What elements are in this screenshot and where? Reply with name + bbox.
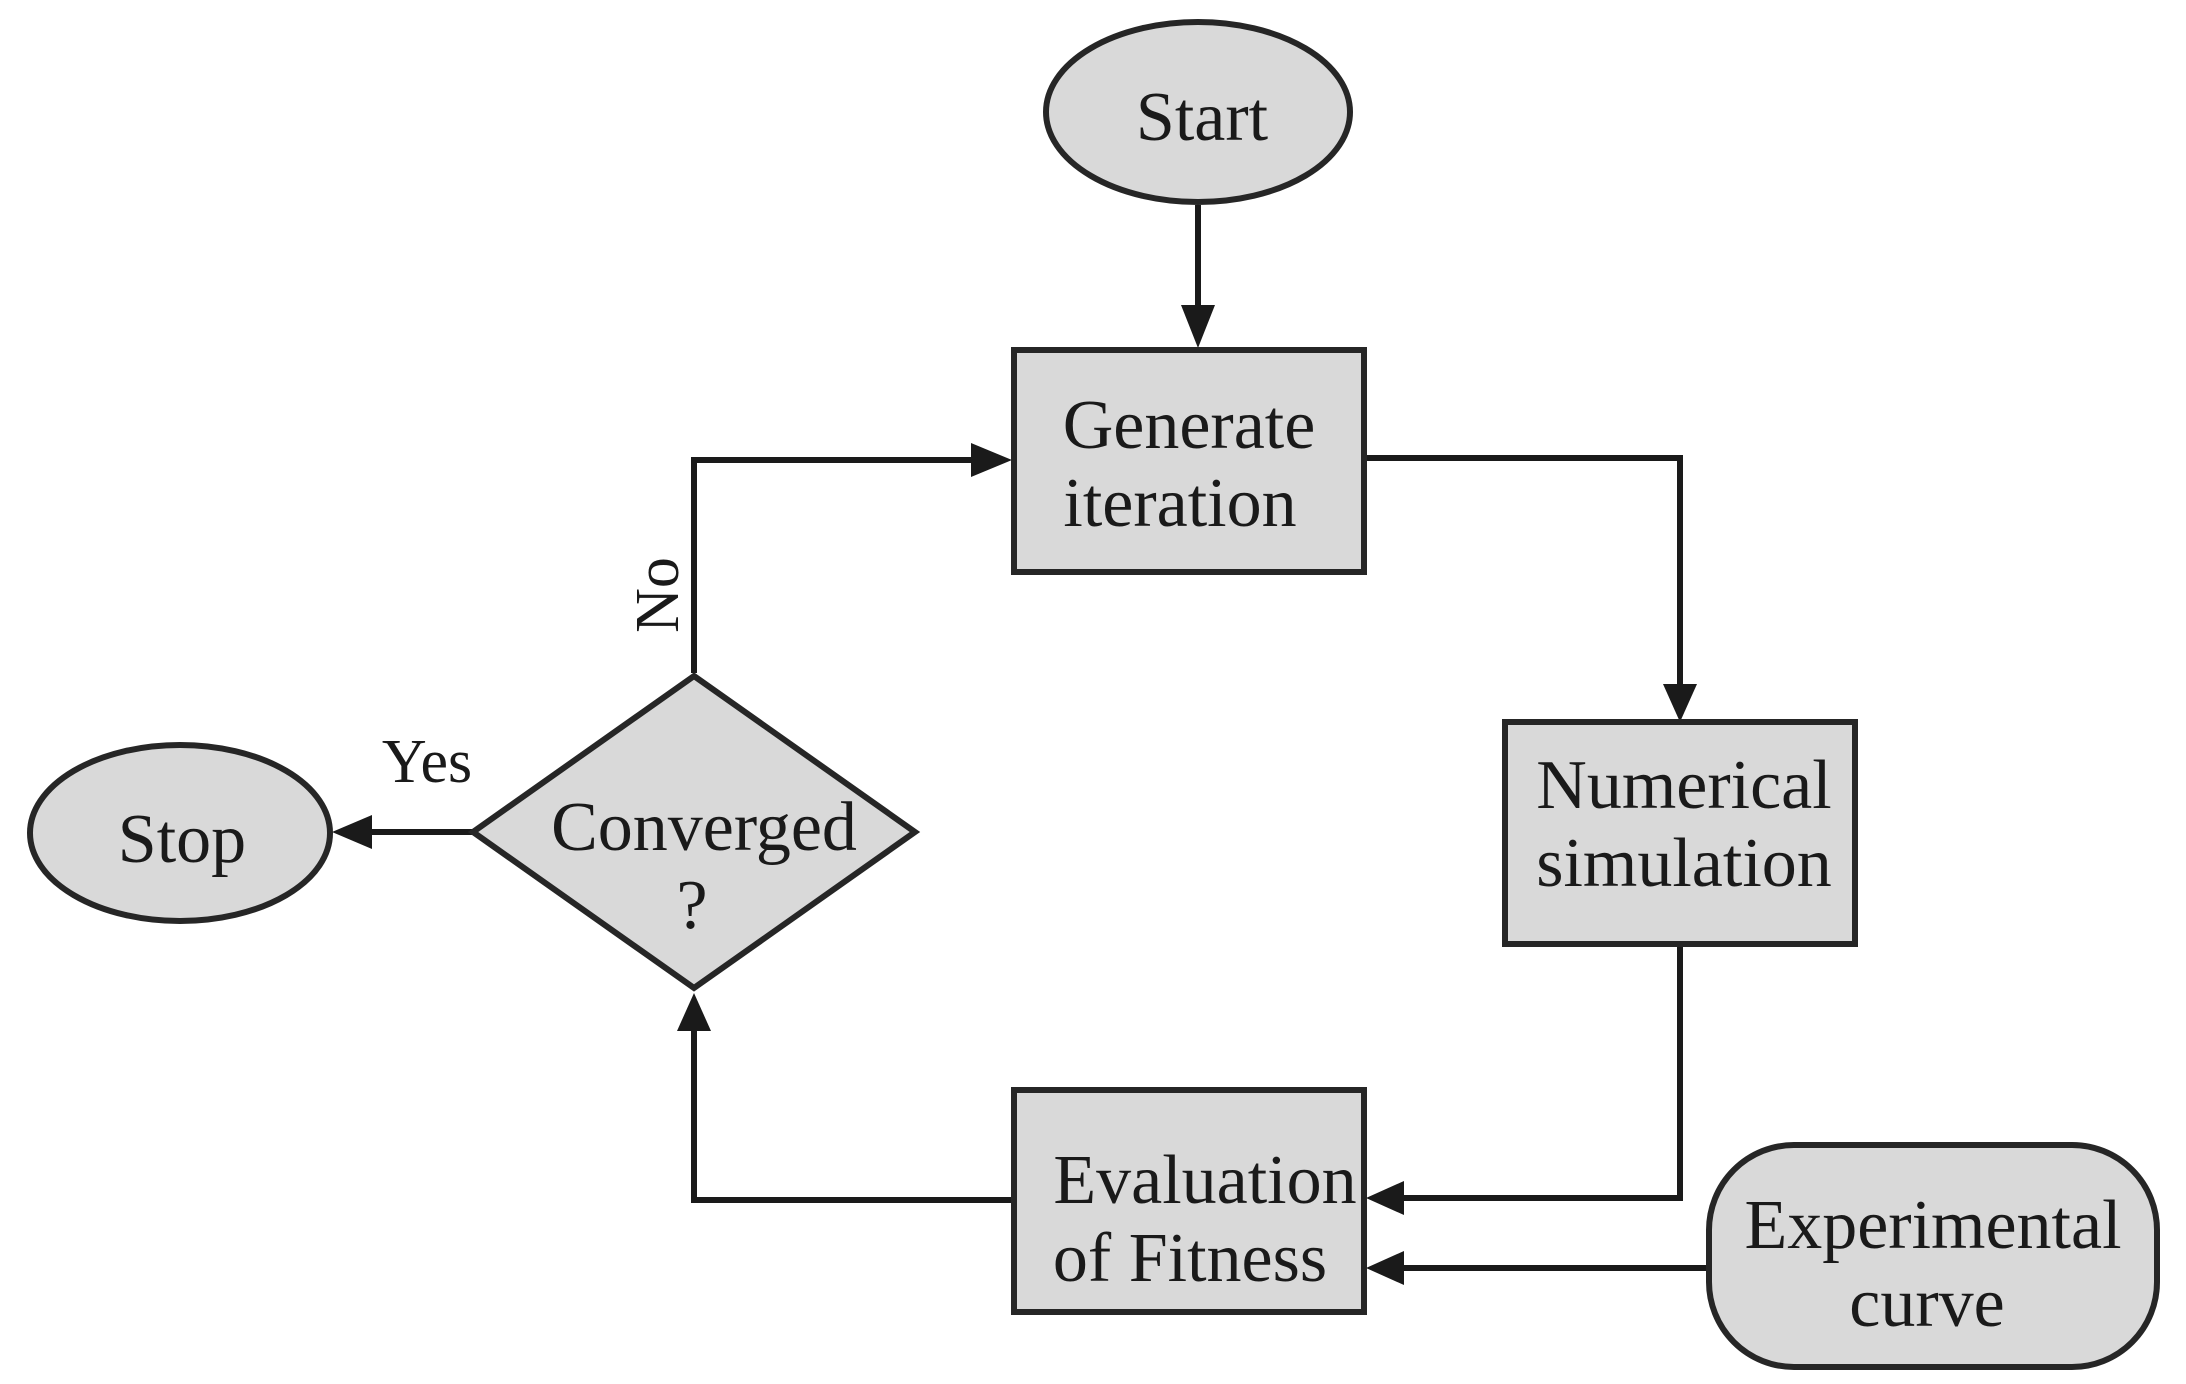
edge-simulation-to-evaluation bbox=[1366, 946, 1683, 1215]
edge-label-yes: Yes bbox=[382, 728, 472, 796]
node-generate-iteration: Generate iteration bbox=[1011, 347, 1367, 575]
node-stop: Stop bbox=[27, 742, 333, 924]
node-numerical-simulation: Numerical simulation bbox=[1502, 719, 1858, 947]
node-start: Start bbox=[1043, 19, 1353, 205]
edge-evaluation-to-decision bbox=[677, 993, 1014, 1203]
node-evaluation-label-line1: Evaluation bbox=[1053, 1142, 1356, 1219]
node-generate-label-line2: iteration bbox=[1063, 465, 1296, 542]
node-experimental-label-line1: Experimental bbox=[1744, 1187, 2121, 1264]
edge-experimental-to-evaluation bbox=[1366, 1251, 1706, 1285]
arrowhead-icon bbox=[1366, 1181, 1404, 1215]
arrowhead-icon bbox=[971, 443, 1012, 477]
node-simulation-label-line2: simulation bbox=[1536, 825, 1832, 902]
node-simulation-label-line1: Numerical bbox=[1536, 747, 1831, 824]
node-converged-decision: Converged ? bbox=[467, 672, 921, 992]
node-experimental-label-line2: curve bbox=[1849, 1265, 2004, 1342]
arrowhead-icon bbox=[332, 815, 372, 849]
node-stop-label: Stop bbox=[118, 801, 246, 878]
node-evaluation-of-fitness: Evaluation of Fitness bbox=[1011, 1087, 1367, 1315]
node-start-label: Start bbox=[1136, 79, 1269, 156]
arrowhead-icon bbox=[1366, 1251, 1404, 1285]
arrowhead-icon bbox=[677, 993, 711, 1031]
node-experimental-curve: Experimental curve bbox=[1706, 1142, 2160, 1370]
edge-start-to-generate bbox=[1181, 205, 1215, 348]
edge-decision-yes bbox=[332, 815, 473, 849]
node-generate-label-line1: Generate bbox=[1063, 387, 1316, 464]
arrowhead-icon bbox=[1181, 305, 1215, 348]
node-evaluation-label-line2: of Fitness bbox=[1053, 1220, 1327, 1297]
edge-decision-no bbox=[691, 443, 1012, 673]
node-decision-label-line2: ? bbox=[676, 867, 707, 944]
arrowhead-icon bbox=[1663, 684, 1697, 722]
node-decision-label-line1: Converged bbox=[551, 789, 857, 866]
edge-generate-to-simulation bbox=[1365, 455, 1697, 722]
edge-label-no: No bbox=[624, 557, 692, 633]
